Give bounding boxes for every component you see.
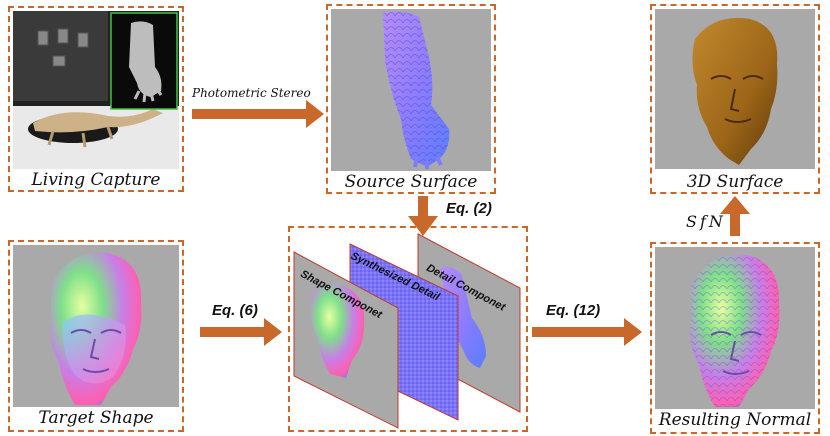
eq12-label: Eq. (12) xyxy=(546,302,601,319)
shape-component-plane xyxy=(293,251,399,429)
source-surface-image xyxy=(331,9,491,171)
target-shape-image xyxy=(13,245,179,407)
resulting-normal-image xyxy=(655,247,815,409)
living-capture-photo xyxy=(13,11,179,169)
eq6-arrow xyxy=(200,318,282,346)
eq2-label: Eq. (2) xyxy=(446,200,492,217)
living-capture-caption: Living Capture xyxy=(31,170,161,190)
target-shape-caption: Target Shape xyxy=(38,408,154,428)
eq6-label: Eq. (6) xyxy=(212,302,258,319)
photometric-stereo-arrow xyxy=(192,100,324,128)
resulting-normal-caption: Resulting Normal xyxy=(658,410,812,430)
surface-3d-image xyxy=(655,9,815,169)
source-surface-panel: Source Surface xyxy=(326,4,496,194)
eq12-arrow xyxy=(532,318,642,346)
sfn-label: SfN xyxy=(686,212,726,231)
living-capture-panel: Living Capture xyxy=(8,6,184,192)
surface-3d-panel: 3D Surface xyxy=(650,4,820,194)
target-shape-panel: Target Shape xyxy=(8,240,184,432)
source-surface-caption: Source Surface xyxy=(344,172,478,192)
surface-3d-caption: 3D Surface xyxy=(686,172,784,192)
resulting-normal-panel: Resulting Normal xyxy=(650,242,820,434)
composite-panel: Detail Componet Synthesized Detail Shape… xyxy=(288,226,528,432)
photometric-stereo-label: Photometric Stereo xyxy=(192,86,311,100)
